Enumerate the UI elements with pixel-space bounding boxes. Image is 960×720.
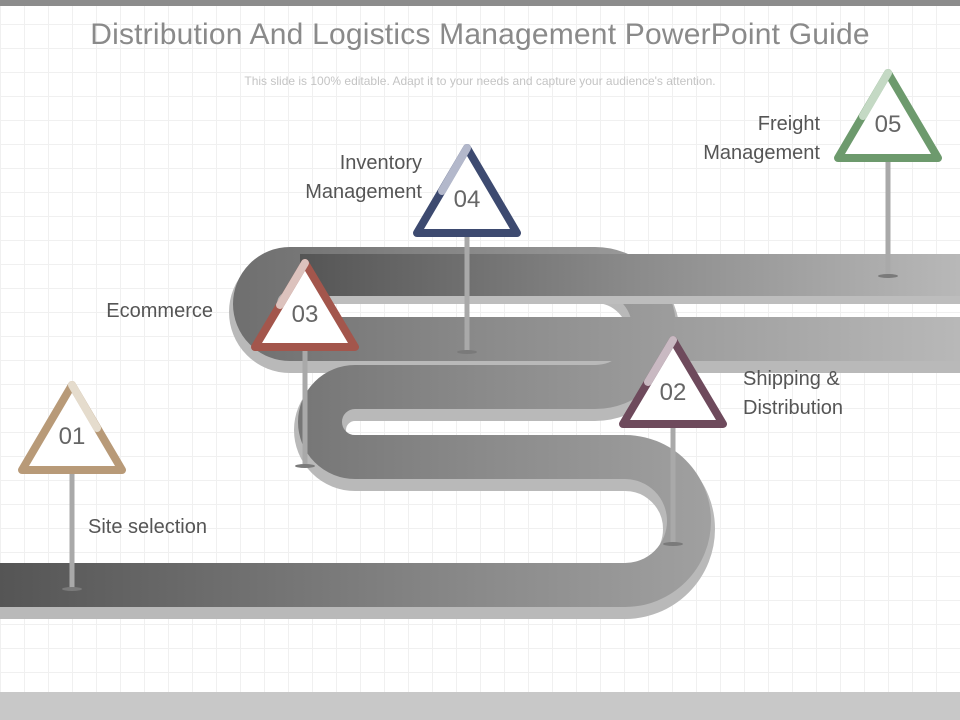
step-label-04: Inventory Management xyxy=(305,152,422,203)
page-title: Distribution And Logistics Management Po… xyxy=(90,18,870,51)
upper-road-surface xyxy=(300,254,960,296)
road-surface xyxy=(0,247,960,607)
step-number-02: 02 xyxy=(660,379,687,406)
step-label-02: Shipping & Distribution xyxy=(743,368,844,419)
sign-01: 01 xyxy=(18,381,126,474)
step-label-05: Freight Management xyxy=(703,113,820,164)
sign-04: 04 xyxy=(413,144,521,237)
page-subtitle: This slide is 100% editable. Adapt it to… xyxy=(244,74,716,88)
step-label-01: Site selection xyxy=(88,516,207,538)
sign-05: 05 xyxy=(834,69,942,162)
pole-bases xyxy=(62,274,898,591)
step-number-05: 05 xyxy=(875,111,902,138)
step-number-04: 04 xyxy=(454,186,481,213)
sign-03: 03 xyxy=(251,259,359,351)
top-accent-bar xyxy=(0,0,960,6)
step-number-03: 03 xyxy=(292,301,319,328)
step-label-03: Ecommerce xyxy=(106,300,213,322)
bottom-accent-bar xyxy=(0,692,960,720)
sign-02: 02 xyxy=(619,336,727,428)
sign-poles xyxy=(69,155,891,591)
step-number-01: 01 xyxy=(59,423,86,450)
